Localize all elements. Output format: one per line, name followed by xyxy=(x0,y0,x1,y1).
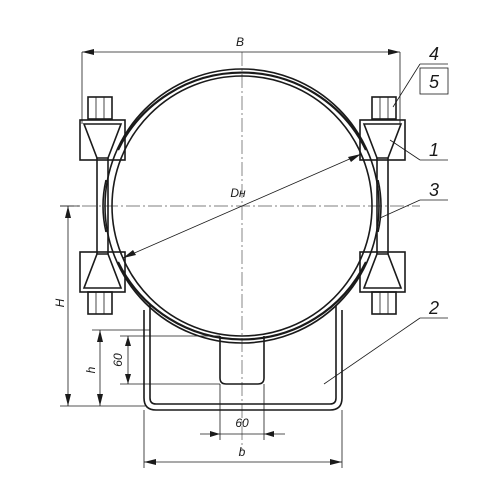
callout-3: 3 xyxy=(429,180,439,200)
clamp-upper-band xyxy=(117,71,367,151)
dimension-slot-width xyxy=(200,384,285,440)
dimension-b xyxy=(143,410,343,468)
dimension-Dn xyxy=(122,153,362,259)
dimension-H xyxy=(60,205,145,407)
callout-1: 1 xyxy=(429,140,439,160)
callout-5: 5 xyxy=(429,72,440,92)
pipe-outer-circle xyxy=(104,68,380,344)
dimension-B-label: B xyxy=(236,35,244,49)
dimension-b-label: b xyxy=(239,445,246,459)
callout-2: 2 xyxy=(428,298,439,318)
dimension-slot-height xyxy=(120,335,220,385)
clamp-lower-band xyxy=(117,261,367,341)
bolt-nuts xyxy=(87,96,397,315)
dimension-Dn-label: Dн xyxy=(230,186,246,200)
dimension-H-label: H xyxy=(53,298,67,307)
dimension-slot-height-label: 60 xyxy=(111,353,125,367)
liner-pads xyxy=(102,179,382,233)
dimension-slot-width-label: 60 xyxy=(235,416,249,430)
dimension-B xyxy=(81,49,401,124)
callout-leaders xyxy=(323,63,449,385)
dimension-h-label: h xyxy=(84,366,98,373)
pipe-inner-circle xyxy=(111,75,373,337)
dimension-h xyxy=(92,329,150,406)
callout-4: 4 xyxy=(429,44,439,64)
saddle-support xyxy=(143,305,343,411)
